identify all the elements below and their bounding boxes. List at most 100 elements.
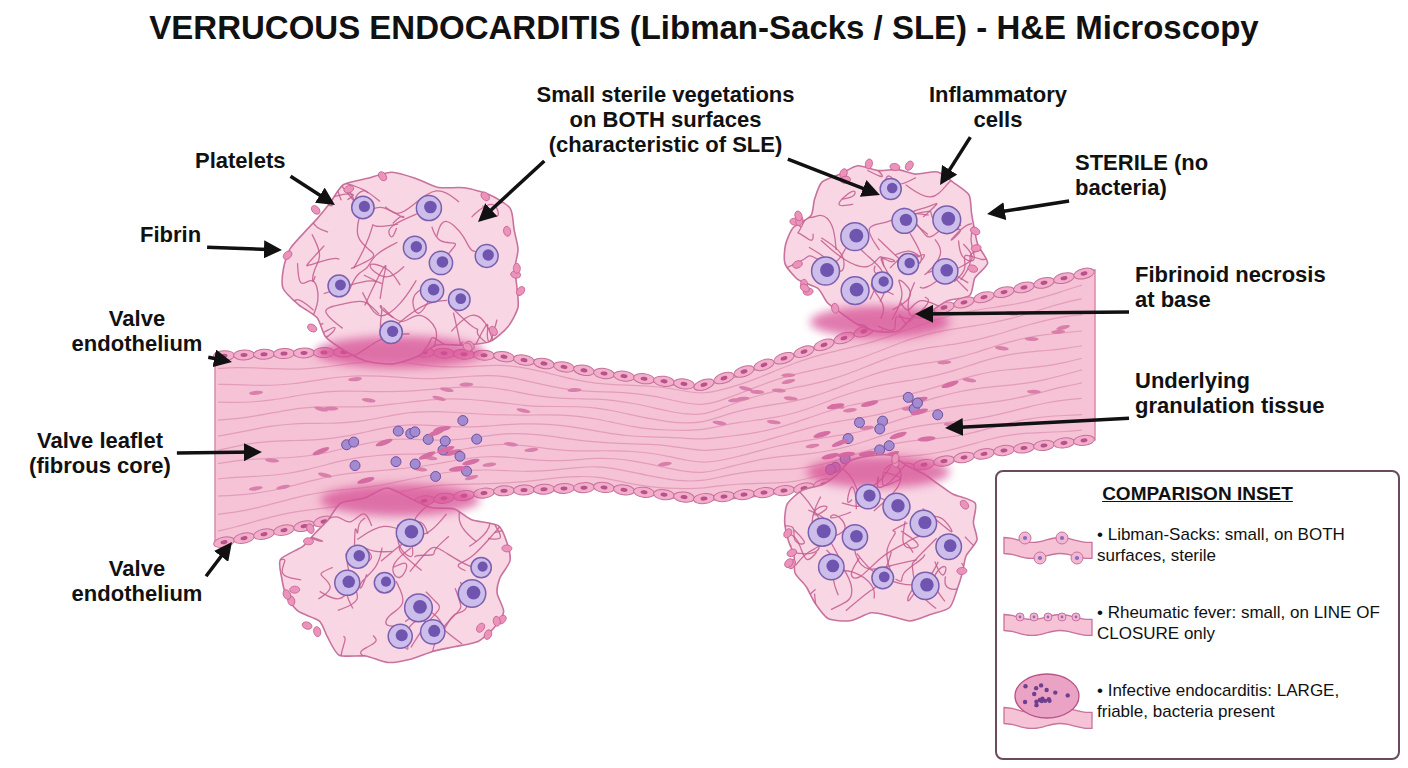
inflammatory-cell [933,259,958,284]
fibrin-strand [961,462,996,486]
fibroblast-nucleus [459,382,473,386]
spindle-cell [831,437,850,448]
inflammatory-cell [352,196,374,218]
endothelial-cell [792,344,815,360]
spindle-cell [312,446,331,457]
inflammatory-cell [410,459,420,469]
leader-arrows [177,137,1129,576]
mini-bacteria [1044,688,1048,692]
endothelial-nucleus [780,355,788,361]
inflammatory-cell [884,441,894,451]
inflammatory-cell [475,245,498,268]
endothelial-nucleus [1000,448,1007,453]
cell-nucleus [411,241,422,252]
mini-vegetation [1072,613,1080,621]
endothelial-nucleus [1040,443,1047,448]
part-label: Valve endothelium [62,306,212,356]
fibrin-strand [839,191,855,205]
endothelial-nucleus [520,488,527,492]
endothelial-nucleus [560,364,568,369]
platelet [794,210,804,222]
endothelial-cell [973,290,996,305]
endothelial-nucleus [280,528,288,533]
endothelial-cell [293,348,314,358]
endothelial-nucleus [760,490,767,495]
fibroblast-nucleus [658,461,672,467]
fibrin-strand [497,199,544,220]
fibrin-strand [341,636,350,668]
mini-large-vegetation [1015,674,1079,718]
endothelial-nucleus [560,486,567,490]
endothelial-nucleus [1060,440,1067,445]
mini-cell [1061,616,1064,619]
endothelial-nucleus [660,492,667,497]
callout-label: Small sterile vegetations on BOTH surfac… [528,82,803,157]
mini-vegetation [1044,613,1052,621]
endothelial-cell [633,372,655,385]
fibrin-strand [794,173,812,227]
fibroblast-nucleus [276,484,291,491]
mini-cell [1033,616,1036,619]
mini-bacteria [1040,699,1044,703]
fibrin-strand [381,544,422,570]
fibroblast-nucleus [432,395,447,402]
spindle-cell [860,399,879,408]
mini-vegetation [1030,613,1038,621]
endothelial-nucleus [1080,271,1088,276]
platelet [515,285,527,297]
fibrin-strand [965,537,996,561]
mini-cell [1023,536,1027,540]
fibroblast-nucleus [1056,324,1071,331]
endothelial-cell [712,370,735,386]
inflammatory-cell [349,437,359,447]
fibrin-strand [469,498,520,547]
fibrin-strand [887,523,908,577]
platelet [792,259,804,269]
cell-nucleus [904,258,914,268]
endothelial-nucleus [780,488,787,493]
spindle-cell [448,465,467,472]
leader-arrow [207,247,276,250]
inflammatory-cell [841,277,869,305]
endothelial-cell [533,484,554,495]
inflammatory-cell [808,518,836,546]
spindle-cell [889,430,908,440]
cell-nucleus [405,525,419,539]
platelet [306,322,318,333]
inflammatory-cell [903,392,913,402]
mini-vegetation [1056,532,1068,544]
fibrin-strand [354,518,365,548]
inflammatory-cell [328,275,350,297]
cell-nucleus [428,284,440,296]
endothelial-nucleus [720,375,728,381]
platelet [282,249,294,261]
inflammatory-cell [440,436,450,446]
inflammatory-cell [472,434,482,444]
endothelial-nucleus [580,486,587,490]
endothelial-cell [953,451,975,465]
cell-nucleus [424,201,437,214]
fibroblast-nucleus [805,443,819,449]
cell-nucleus [381,577,391,587]
comparison-inset: COMPARISON INSET• Libman-Sacks: small, o… [995,470,1400,760]
fibrin-strand [301,534,322,547]
fibrin-strand [966,145,1032,180]
platelet [864,158,873,169]
fibrin-strand [320,514,372,526]
inflammatory-cell [380,321,402,343]
fibrin-strand [961,250,996,280]
fibrin-strand [920,244,972,288]
inflammatory-cell [396,519,423,546]
endothelial-nucleus [640,376,647,381]
mini-bacteria [1034,703,1038,707]
endothelial-cell [1053,271,1076,285]
fibrinoid-necrosis [806,456,950,488]
inflammatory-cell [458,416,468,426]
cell-nucleus [428,625,440,637]
leader-arrow [206,547,228,576]
endothelial-cell [1033,276,1056,290]
cell-nucleus [940,264,953,277]
fibroblast-nucleus [1027,390,1041,394]
cell-nucleus [335,280,346,291]
endothelial-cell [993,444,1015,457]
